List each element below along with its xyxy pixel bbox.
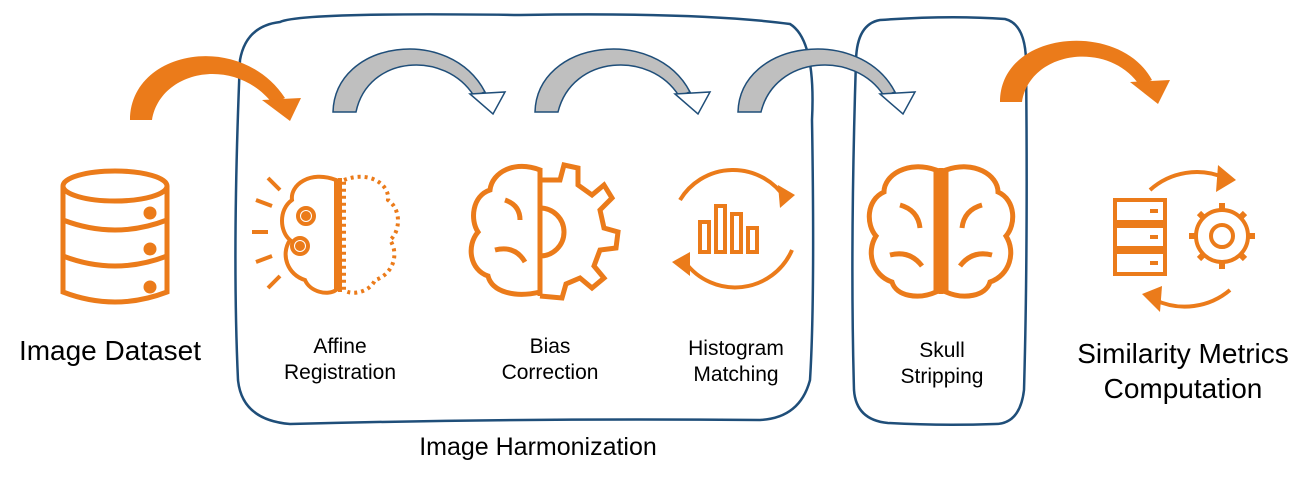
brain-gears-icon xyxy=(252,174,400,295)
image-dataset-label: Image Dataset xyxy=(18,335,202,366)
arrow-bias-to-histogram xyxy=(534,48,712,116)
arrow-dataset-to-affine xyxy=(130,56,301,121)
brain-icon xyxy=(866,164,1016,299)
brain-gear-icon xyxy=(468,162,621,301)
histogram-cycle-icon xyxy=(672,167,795,290)
similarity-metrics-label: Similarity Metrics Computation xyxy=(1077,338,1289,404)
image-harmonization-label: Image Harmonization xyxy=(419,433,657,461)
skull-stripping-label: Skull Stripping xyxy=(900,339,984,389)
bias-correction-label: Bias Correction xyxy=(501,335,599,385)
skull-stripping-group xyxy=(851,15,1028,427)
arrow-affine-to-bias xyxy=(332,48,507,116)
arrow-skull-to-similarity xyxy=(1000,40,1170,104)
arrow-histogram-to-skull xyxy=(737,48,917,116)
histogram-matching-label: Histogram Matching xyxy=(688,337,784,387)
affine-registration-label: Affine Registration xyxy=(283,335,397,385)
image-harmonization-group xyxy=(234,13,815,426)
server-gear-cycle-icon xyxy=(1113,165,1255,312)
database-icon xyxy=(60,168,170,305)
